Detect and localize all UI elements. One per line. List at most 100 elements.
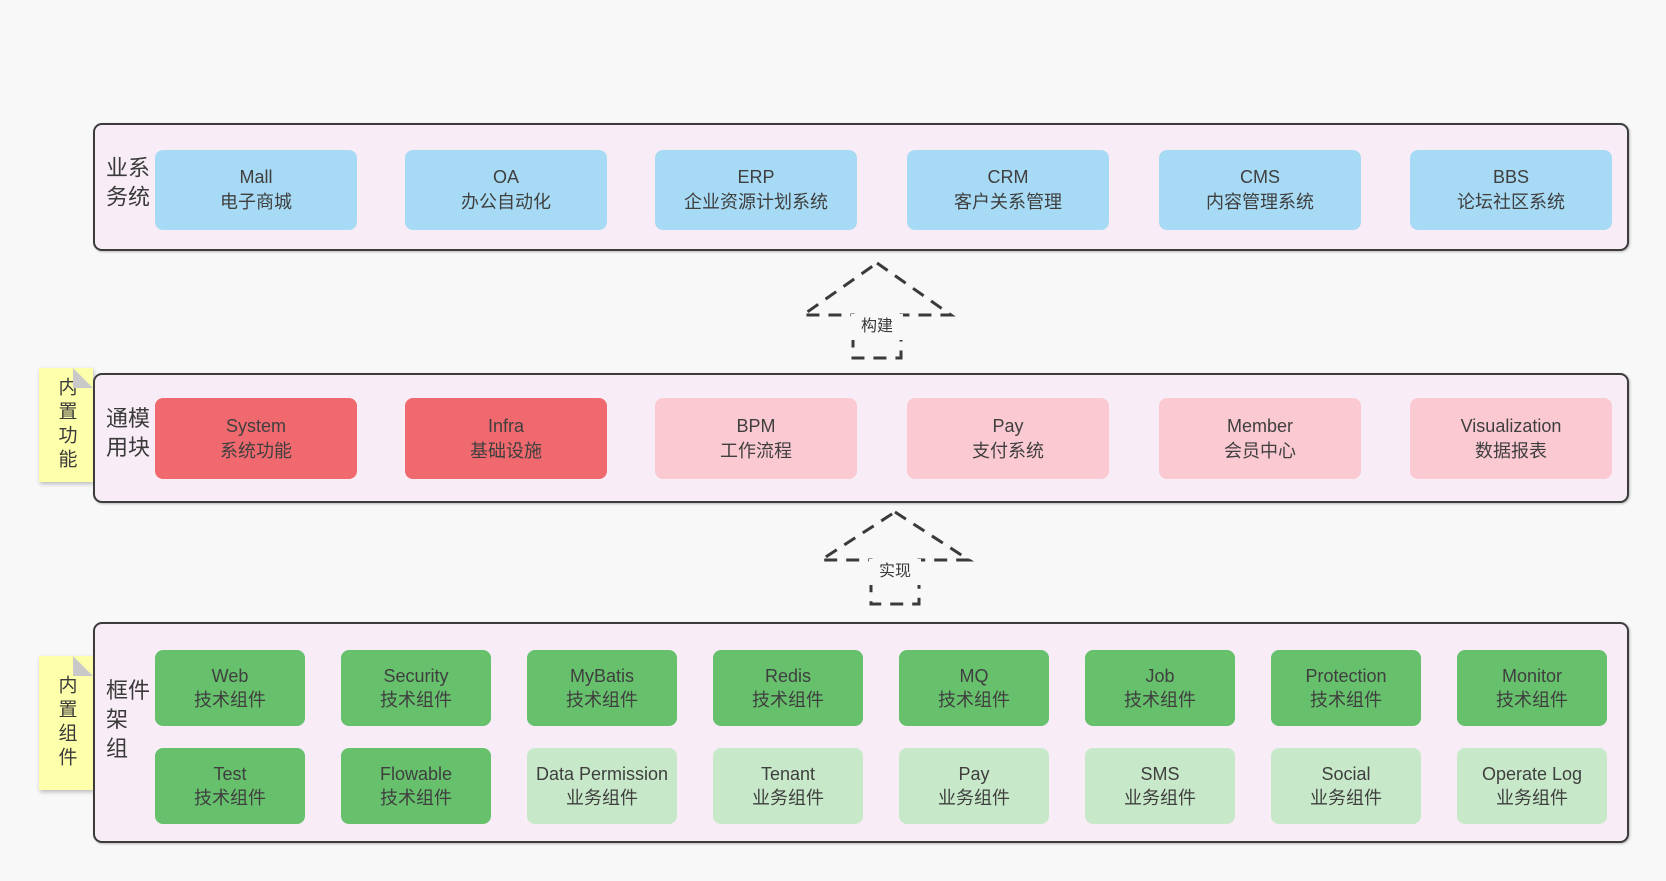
box-subtitle: 业务组件: [938, 788, 1010, 808]
diagram-box-visualization: Visualization 数据报表: [1410, 398, 1612, 479]
box-title: Social: [1321, 764, 1371, 784]
lane-business-side-label: 业务系统: [103, 156, 150, 214]
box-subtitle: 技术组件: [938, 690, 1010, 710]
box-title: Member: [1226, 415, 1293, 436]
box-subtitle: 企业资源计划系统: [684, 192, 828, 212]
diagram-box-sms: SMS 业务组件: [1085, 748, 1235, 824]
box-title: CMS: [1240, 167, 1280, 187]
box-title: ERP: [737, 167, 775, 187]
box-title: MyBatis: [569, 666, 634, 686]
box-subtitle: 工作流程: [720, 440, 792, 461]
box-subtitle: 基础设施: [470, 440, 542, 461]
box-subtitle: 技术组件: [1310, 690, 1382, 710]
diagram-box-tenant: Tenant 业务组件: [713, 748, 863, 824]
box-subtitle: 业务组件: [1310, 788, 1382, 808]
diagram-box-oa: OA 办公自动化: [405, 150, 607, 230]
lane-modules-side-label: 通用模块: [103, 406, 150, 465]
box-subtitle: 论坛社区系统: [1457, 192, 1565, 212]
diagram-box-mybatis: MyBatis 技术组件: [527, 650, 677, 726]
diagram-box-bbs: BBS 论坛社区系统: [1410, 150, 1612, 230]
diagram-box-pay-component: Pay 业务组件: [899, 748, 1049, 824]
diagram-box-monitor: Monitor 技术组件: [1457, 650, 1607, 726]
box-title: Pay: [992, 415, 1024, 436]
sticky-note-label: 内置组件: [55, 675, 77, 771]
box-subtitle: 技术组件: [1496, 690, 1568, 710]
box-subtitle: 技术组件: [1124, 690, 1196, 710]
sticky-note-label: 内置功能: [55, 377, 77, 473]
box-title: Tenant: [760, 764, 816, 784]
box-title: BPM: [736, 415, 776, 436]
box-title: Operate Log: [1481, 764, 1583, 784]
build-arrow-label: 构建: [851, 314, 903, 340]
sticky-note-built-in-components: 内置组件: [39, 656, 93, 790]
box-subtitle: 业务组件: [1496, 788, 1568, 808]
sticky-folded-corner: [73, 368, 93, 388]
diagram-box-social: Social 业务组件: [1271, 748, 1421, 824]
box-subtitle: 技术组件: [194, 690, 266, 710]
diagram-box-crm: CRM 客户关系管理: [907, 150, 1109, 230]
diagram-box-cms: CMS 内容管理系统: [1159, 150, 1361, 230]
box-title: BBS: [1492, 167, 1530, 187]
lane-business-systems: 业务系统 Mall 电子商城 OA 办公自动化 ERP 企业资源计划系统 CRM…: [93, 123, 1629, 251]
diagram-box-mall: Mall 电子商城: [155, 150, 357, 230]
diagram-box-test: Test 技术组件: [155, 748, 305, 824]
box-subtitle: 业务组件: [752, 788, 824, 808]
sticky-note-built-in-features: 内置功能: [39, 368, 93, 482]
diagram-box-system: System 系统功能: [155, 398, 357, 479]
diagram-box-redis: Redis 技术组件: [713, 650, 863, 726]
box-title: OA: [492, 167, 519, 187]
box-subtitle: 业务组件: [566, 788, 638, 808]
diagram-box-web: Web 技术组件: [155, 650, 305, 726]
diagram-box-protection: Protection 技术组件: [1271, 650, 1421, 726]
box-subtitle: 数据报表: [1475, 440, 1547, 461]
implement-arrow-label: 实现: [869, 559, 921, 585]
box-title: Protection: [1305, 666, 1387, 686]
box-subtitle: 技术组件: [380, 690, 452, 710]
box-subtitle: 办公自动化: [461, 192, 551, 212]
box-title: Monitor: [1501, 666, 1563, 686]
box-subtitle: 技术组件: [380, 788, 452, 808]
box-subtitle: 客户关系管理: [954, 192, 1062, 212]
diagram-box-bpm: BPM 工作流程: [655, 398, 857, 479]
box-title: Mall: [239, 167, 273, 187]
diagram-box-infra: Infra 基础设施: [405, 398, 607, 479]
diagram-box-data-permission: Data Permission 业务组件: [527, 748, 677, 824]
diagram-box-member: Member 会员中心: [1159, 398, 1361, 479]
box-title: Job: [1145, 666, 1175, 686]
box-title: Infra: [487, 415, 525, 436]
box-title: Security: [383, 666, 449, 686]
build-arrow-icon: [798, 261, 956, 360]
box-title: MQ: [959, 666, 989, 686]
box-title: Data Permission: [535, 764, 669, 784]
sticky-folded-corner: [73, 656, 93, 676]
box-title: Visualization: [1460, 415, 1562, 436]
sticky-note-body: 内置组件: [39, 656, 93, 790]
box-title: System: [225, 415, 286, 436]
box-title: Flowable: [379, 764, 453, 784]
box-title: Pay: [958, 764, 990, 784]
box-title: Redis: [764, 666, 812, 686]
implement-arrow-icon: [815, 510, 975, 606]
diagram-box-job: Job 技术组件: [1085, 650, 1235, 726]
box-subtitle: 技术组件: [752, 690, 824, 710]
box-subtitle: 技术组件: [194, 788, 266, 808]
box-subtitle: 电子商城: [220, 192, 292, 212]
diagram-box-flowable: Flowable 技术组件: [341, 748, 491, 824]
lane-common-modules: 通用模块 System 系统功能 Infra 基础设施 BPM 工作流程 Pay…: [93, 373, 1629, 503]
box-subtitle: 内容管理系统: [1206, 192, 1314, 212]
box-title: CRM: [987, 167, 1029, 187]
diagram-box-erp: ERP 企业资源计划系统: [655, 150, 857, 230]
box-title: Test: [213, 764, 247, 784]
box-subtitle: 支付系统: [972, 440, 1044, 461]
box-subtitle: 业务组件: [1124, 788, 1196, 808]
diagram-box-mq: MQ 技术组件: [899, 650, 1049, 726]
box-subtitle: 系统功能: [220, 440, 292, 461]
lane-framework-components: 框架组件 Web 技术组件 Security 技术组件 MyBatis 技术组件…: [93, 622, 1629, 843]
diagram-box-pay-system: Pay 支付系统: [907, 398, 1109, 479]
box-subtitle: 技术组件: [566, 690, 638, 710]
diagram-box-security: Security 技术组件: [341, 650, 491, 726]
lane-components-side-label: 框架组件: [103, 678, 150, 766]
diagram-box-operate-log: Operate Log 业务组件: [1457, 748, 1607, 824]
box-subtitle: 会员中心: [1224, 440, 1296, 461]
